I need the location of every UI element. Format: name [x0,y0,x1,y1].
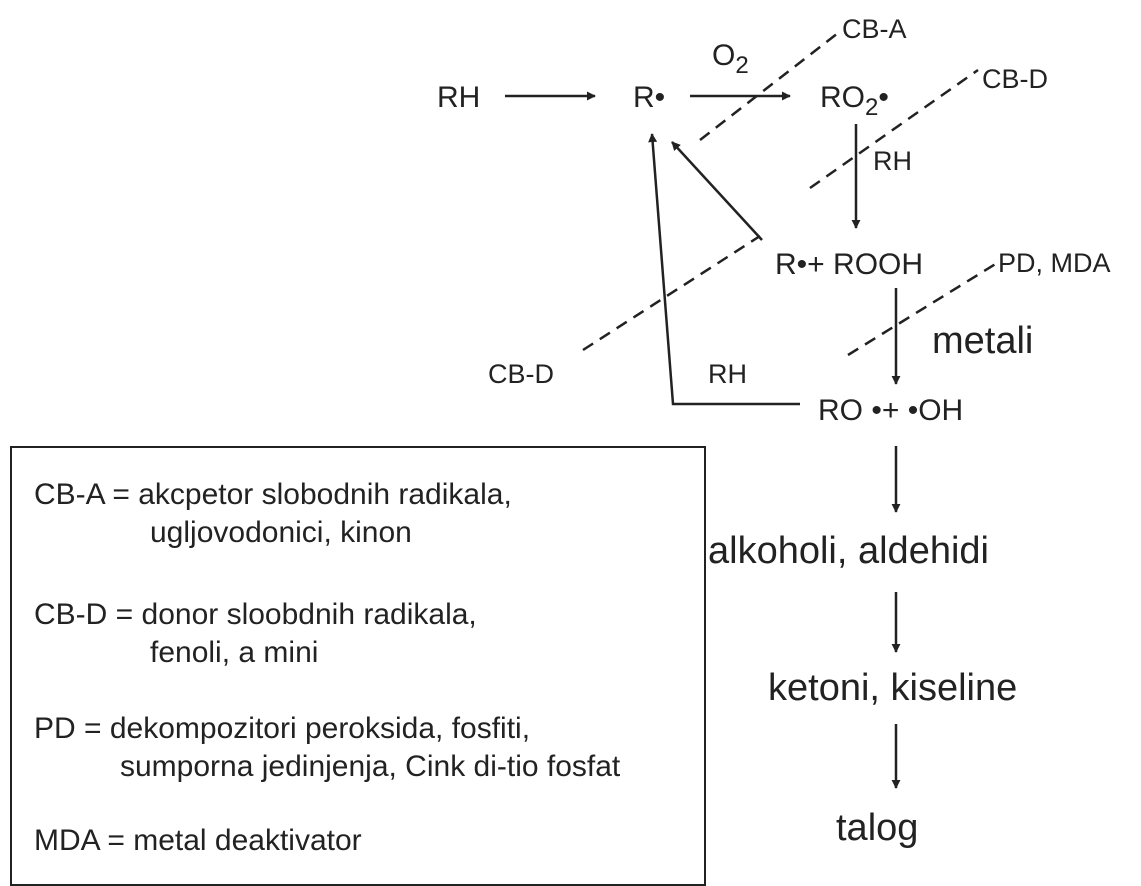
arrow-rooh-loop-to-r [648,133,800,406]
label-o2: O2 [712,39,749,79]
legend-pd-line2: sumporna jedinjenja, Cink di-tio fosfat [120,750,621,783]
node-r-rooh: R•+ ROOH [775,248,923,281]
dashed-line-cb-d-top [809,68,979,190]
node-talog: talog [836,807,918,849]
node-ro-oh: RO •+ •OH [818,394,963,427]
o2-base: O [712,39,735,72]
legend-cb-d-line1: CB-D = donor sloobdnih radikala, [34,598,477,631]
o2-subscript: 2 [735,52,748,79]
node-ketoni-kiseline: ketoni, kiseline [768,667,1017,709]
label-cb-d-top: CB-D [982,64,1048,94]
label-cb-a: CB-A [842,14,907,44]
node-rh: RH [437,81,480,114]
label-rh-loop: RH [708,359,747,389]
dashed-line-pd-mda [847,258,1003,357]
label-metali: metali [932,320,1033,362]
legend-box: CB-A = akcpetor slobodnih radikala, uglj… [10,446,706,886]
label-cb-d-left: CB-D [488,359,554,389]
legend-mda-line1: MDA = metal deaktivator [34,824,362,857]
node-r-radical: R• [633,81,665,114]
node-ro2-radical: RO2• [820,81,889,121]
label-pd-mda: PD, MDA [998,248,1111,278]
legend-pd-line1: PD = dekompozitori peroksida, fosfiti, [34,712,531,745]
dashed-line-cb-a [699,32,839,141]
legend-cb-d-line2: fenoli, a mini [150,636,319,669]
node-alkoholi-aldehidi: alkoholi, aldehidi [708,530,989,572]
dashed-line-cb-d-left [582,234,761,352]
label-rh-down: RH [873,146,912,176]
ro2-dot: • [878,81,889,114]
arrow-rrooh-to-r [671,141,763,241]
ro2-subscript: 2 [865,94,878,121]
legend-cb-a-line2: ugljovodonici, kinon [150,516,412,549]
legend-cb-a-line1: CB-A = akcpetor slobodnih radikala, [34,478,512,511]
ro2-base: RO [820,81,865,114]
